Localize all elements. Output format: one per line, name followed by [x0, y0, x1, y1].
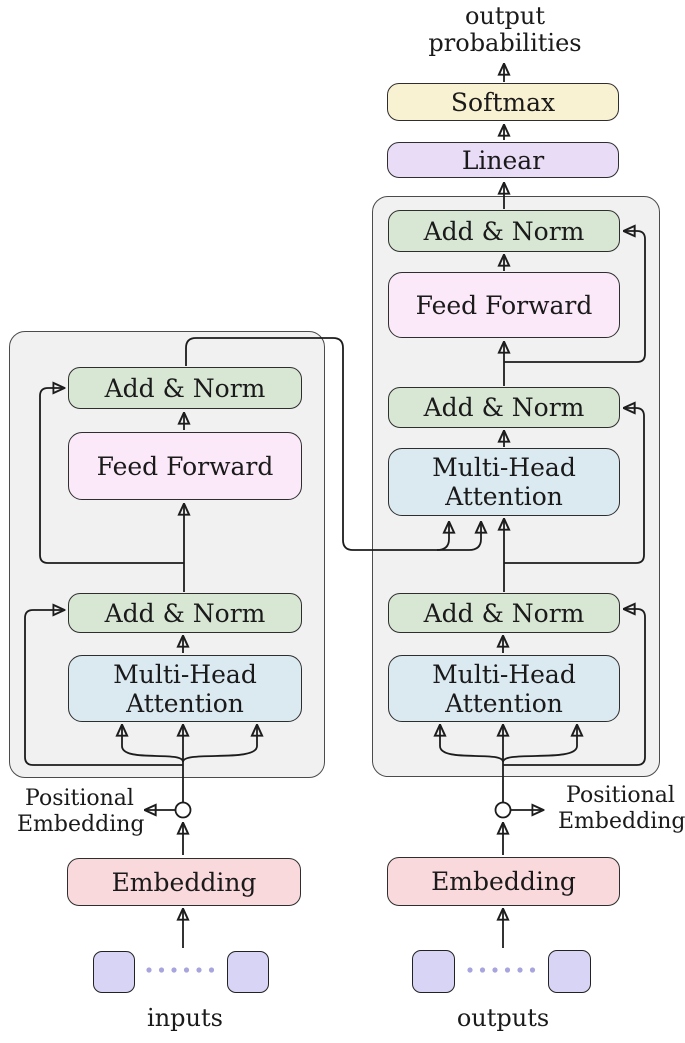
decoder-add-norm-top-box: Add & Norm: [388, 210, 620, 252]
decoder-positional-embedding-label: Positional Embedding: [558, 783, 685, 834]
decoder-embedding-box: Embedding: [387, 857, 620, 906]
inputs-label: inputs: [147, 1004, 223, 1032]
decoder-cross-attention-box: Multi-Head Attention: [388, 448, 620, 516]
dot: [158, 967, 165, 973]
dot: [171, 967, 177, 973]
linear-box: Linear: [387, 142, 619, 178]
decoder-masked-attention-box: Multi-Head Attention: [388, 655, 620, 722]
dot: [183, 967, 190, 973]
encoder-feed-forward-box: Feed Forward: [68, 432, 302, 500]
decoder-positional-sum-node: [494, 801, 512, 819]
softmax-box: Softmax: [387, 83, 619, 121]
dot: [492, 967, 498, 973]
ellipsis-dots-inputs: [146, 967, 215, 973]
dot: [146, 967, 152, 973]
dot: [529, 967, 536, 973]
encoder-attention-box: Multi-Head Attention: [68, 655, 302, 722]
decoder-wires: [440, 66, 646, 948]
input-token-left: [93, 951, 135, 993]
ellipsis-dots-outputs: [467, 967, 536, 973]
decoder-attention-branch-right: [502, 727, 577, 763]
decoder-add-norm-middle-box: Add & Norm: [388, 387, 620, 428]
encoder-output-branch-1-arrow: [436, 524, 449, 551]
decoder-feed-forward-box: Feed Forward: [388, 272, 620, 338]
encoder-residual-2: [39, 388, 184, 564]
output-token-left: [412, 950, 455, 993]
encoder-add-norm-top-box: Add & Norm: [68, 367, 302, 409]
input-token-right: [227, 951, 269, 993]
dot: [467, 967, 473, 973]
output-token-right: [548, 950, 591, 993]
output-probabilities-label: output probabilities: [428, 2, 582, 57]
encoder-add-norm-bottom-box: Add & Norm: [68, 593, 302, 633]
encoder-wires: [24, 337, 481, 948]
encoder-output-to-decoder-line: [185, 337, 469, 551]
encoder-embedding-box: Embedding: [67, 858, 301, 906]
encoder-attention-branch-left: [122, 727, 184, 763]
dot: [208, 967, 215, 973]
decoder-attention-branch-left: [440, 727, 504, 763]
decoder-residual-3: [504, 231, 646, 363]
encoder-positional-sum-node: [174, 801, 192, 819]
decoder-residual-1: [503, 609, 646, 766]
encoder-positional-embedding-label: Positional Embedding: [17, 786, 145, 837]
dot: [517, 967, 523, 973]
encoder-attention-branch-right: [182, 727, 257, 763]
dot: [479, 967, 486, 973]
outputs-label: outputs: [456, 1004, 550, 1032]
dot: [504, 967, 511, 973]
encoder-output-branch-2-arrow: [468, 524, 481, 551]
decoder-residual-2: [504, 408, 645, 564]
dot: [196, 967, 202, 973]
decoder-add-norm-bottom-box: Add & Norm: [388, 593, 620, 633]
encoder-residual-1: [24, 610, 183, 766]
